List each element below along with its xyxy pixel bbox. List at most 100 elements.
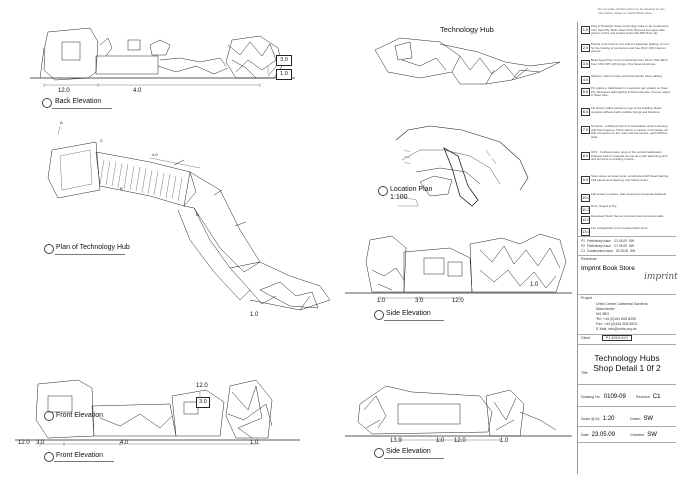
title-line-1: Technology Hubs — [594, 353, 660, 363]
dim-side2-2: 1.0 — [436, 438, 445, 444]
plan-mark-c: C — [100, 138, 103, 143]
dim-front-6: 12.0 — [196, 383, 208, 389]
back-elevation-drawing — [30, 27, 295, 87]
note-text: Panels to be fixed to one side for adequ… — [591, 42, 670, 54]
note-number: 3.0 — [581, 60, 590, 68]
planning-stamp: PLANNING — [602, 335, 633, 341]
note-number: 9.0 — [581, 176, 590, 184]
dim-side1-3: 12.0 — [452, 298, 464, 304]
note-number: 11.0 — [581, 206, 590, 214]
address-line: Urbis Centre Cathedral Gardens — [596, 302, 648, 306]
front-elevation-2-title: Front Elevation — [56, 452, 104, 459]
side-elevation-2-title: Side Elevation — [386, 448, 431, 455]
scale-label: Scale @ A1 — [581, 417, 600, 421]
dim-side2-3: 12.0 — [454, 438, 466, 444]
note-number: 7.0 — [581, 126, 590, 134]
address-line: Manchester — [596, 307, 615, 311]
note-text: Fire extinguisher to be housed within st… — [591, 226, 649, 230]
dim-side2-1: 13.0 — [390, 438, 402, 444]
revision-row: C1 Construction issue 23.05.09 SW — [581, 249, 636, 253]
dim-front-1: 12.0 — [18, 440, 30, 446]
note-text: Lift board: radius access to rear of the… — [591, 106, 663, 114]
side-elevation-1-marker — [374, 310, 384, 320]
separator — [578, 344, 676, 345]
scale-value: 1:20 — [602, 416, 615, 422]
checked-label: Checked — [630, 433, 645, 437]
plan-title: Plan of Technology Hub — [56, 244, 130, 251]
header-note-1: Do not scale. All dimensions to be check… — [598, 7, 666, 11]
dim-front-5: 1.0 — [250, 440, 259, 446]
side-elevation-2-underline — [384, 458, 444, 459]
client-name: Imprint Book Store — [581, 265, 635, 272]
client-logo: imprint — [644, 272, 678, 282]
dim-back-2: 4.0 — [133, 88, 142, 94]
dim-front-2: 3.0 — [36, 440, 45, 446]
separator — [578, 426, 676, 427]
front-elevation-title: Front Elevation — [56, 412, 104, 419]
location-plan-scale: 1:100 — [390, 194, 408, 201]
address-line: M4 3BG — [596, 312, 610, 316]
front-elevation-2-marker — [44, 452, 54, 462]
dim-side1-2: 3.0 — [415, 298, 424, 304]
dim-side2-4: 1.0 — [500, 438, 509, 444]
note-number: 6.0 — [581, 108, 590, 116]
back-elevation-marker — [42, 98, 52, 108]
checked-value: SW — [647, 432, 657, 438]
note-text: Terminal - 2 different forms of workstat… — [591, 124, 668, 139]
separator — [578, 406, 676, 407]
note-text: Plug-in Pedestal: these technology hubs … — [591, 24, 669, 36]
note-number: 13.0 — [581, 228, 590, 236]
fax: Fax: +44 (0)161 605 8201 — [596, 322, 638, 326]
plan-marker — [44, 244, 54, 254]
note-text: Recessed Touch Sensor controls inset int… — [591, 214, 665, 218]
note-text: CPU - Collinear plane array of the centr… — [591, 150, 668, 162]
front-elevation-drawing — [15, 379, 300, 446]
date-value: 23.05.09 — [591, 432, 615, 438]
back-elevation-title: Back Elevation — [55, 98, 102, 105]
note-text: Flat screen monitors, wall mounted on be… — [591, 192, 667, 196]
note-number: 2.0 — [581, 44, 590, 52]
title-line-2: Shop Detail 1 0f 2 — [593, 363, 661, 373]
separator — [578, 294, 676, 295]
separator — [578, 334, 676, 335]
separator — [578, 236, 676, 237]
plan-mark-d: D — [196, 212, 199, 217]
dim-plan-1: 1.0 — [250, 312, 259, 318]
back-elevation-underline — [52, 108, 112, 109]
plan-underline — [55, 254, 125, 255]
plan-mark-a: A — [60, 120, 63, 125]
dim-front-3: 3.0 — [196, 397, 210, 408]
revision-row: P2 Preliminary issue 07.05.09 SW — [581, 244, 634, 248]
email: E-Mail: info@urbis.org.uk — [596, 327, 637, 331]
title-block: 1.0 Plug-in Pedestal: these technology h… — [577, 22, 678, 474]
plan-dim-4: 4.0 — [152, 152, 158, 157]
client-label: Client — [581, 336, 591, 340]
dim-side1-1: 1.0 — [377, 298, 386, 304]
drawing-no-label: Drawing No. — [581, 395, 601, 399]
note-text: Store space on lower level, constructed … — [591, 174, 669, 182]
side-elevation-2-marker — [374, 448, 384, 458]
revision-label: Revision — [636, 395, 650, 399]
technology-hub-sketch — [374, 37, 561, 85]
separator — [578, 442, 676, 443]
dim-back-1: 12.0 — [58, 88, 70, 94]
separator — [578, 255, 676, 256]
front-elevation-marker — [44, 411, 54, 421]
note-number: 4.0 — [581, 76, 590, 84]
dim-back-4: 1.0 — [276, 69, 292, 80]
revision-row: P1 Preliminary issue 01.05.09 SW — [581, 239, 634, 243]
location-plan-title: Location Plan — [390, 186, 433, 193]
header-note-2: Information relates to Imprint Book Stor… — [598, 11, 652, 15]
front-elevation-2-underline — [54, 461, 114, 462]
side-elevation-2-drawing — [345, 385, 572, 442]
note-text: Pin stations. Fabricated in 4 sections (… — [591, 86, 670, 98]
tel: Tel: +44 (0)161 605 8200 — [596, 317, 637, 321]
note-number: 12.0 — [581, 216, 590, 224]
drawn-value: SW — [643, 416, 654, 422]
title-label: Title — [581, 371, 588, 375]
